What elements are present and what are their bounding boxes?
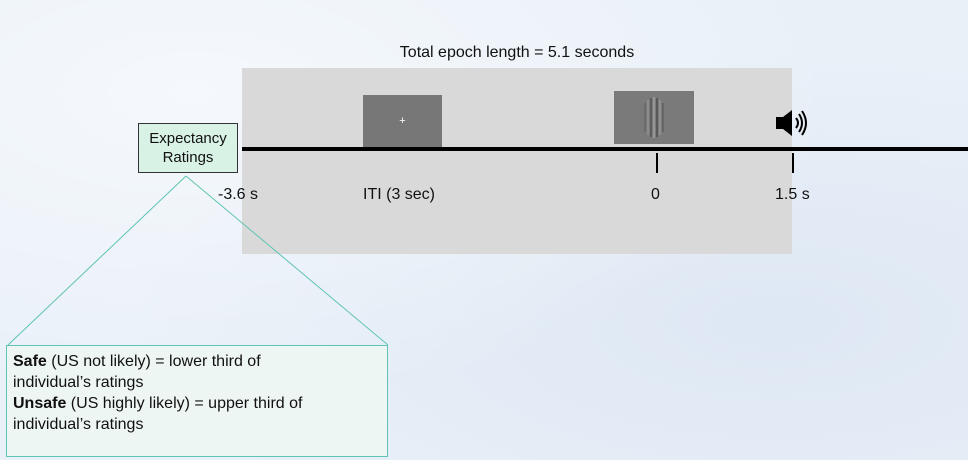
speaker-icon [774,107,814,139]
fixation-cross: + [399,115,406,127]
fixation-screen: + [363,95,442,148]
unsafe-definition-line: Unsafe (US highly likely) = upper third … [13,393,381,414]
tick-label-zero: 0 [651,186,660,203]
safe-definition-cont: individual’s ratings [13,374,144,391]
tick-label-us: 1.5 s [775,186,810,203]
tick-us-onset [792,153,794,173]
epoch-region [242,68,792,254]
safe-definition: (US not likely) = lower third of [46,353,261,370]
unsafe-definition-cont: individual’s ratings [13,416,144,433]
safe-definition-line: Safe (US not likely) = lower third of [13,351,381,372]
safe-term: Safe [13,353,47,370]
epoch-title: Total epoch length = 5.1 seconds [399,44,635,61]
expectancy-ratings-box: Expectancy Ratings [138,123,238,173]
timeline-axis [242,147,968,151]
gabor-stimulus-screen [614,91,694,144]
tick-zero [656,153,658,173]
tick-label-iti: ITI (3 sec) [363,186,436,203]
expectancy-label-line2: Ratings [162,149,214,166]
unsafe-definition: (US highly likely) = upper third of [66,395,303,412]
unsafe-term: Unsafe [13,395,67,412]
definition-box: Safe (US not likely) = lower third of in… [6,345,388,457]
tick-label-start: -3.6 s [218,186,259,203]
expectancy-label-line1: Expectancy [149,130,227,147]
gabor-patch-icon [614,91,694,144]
